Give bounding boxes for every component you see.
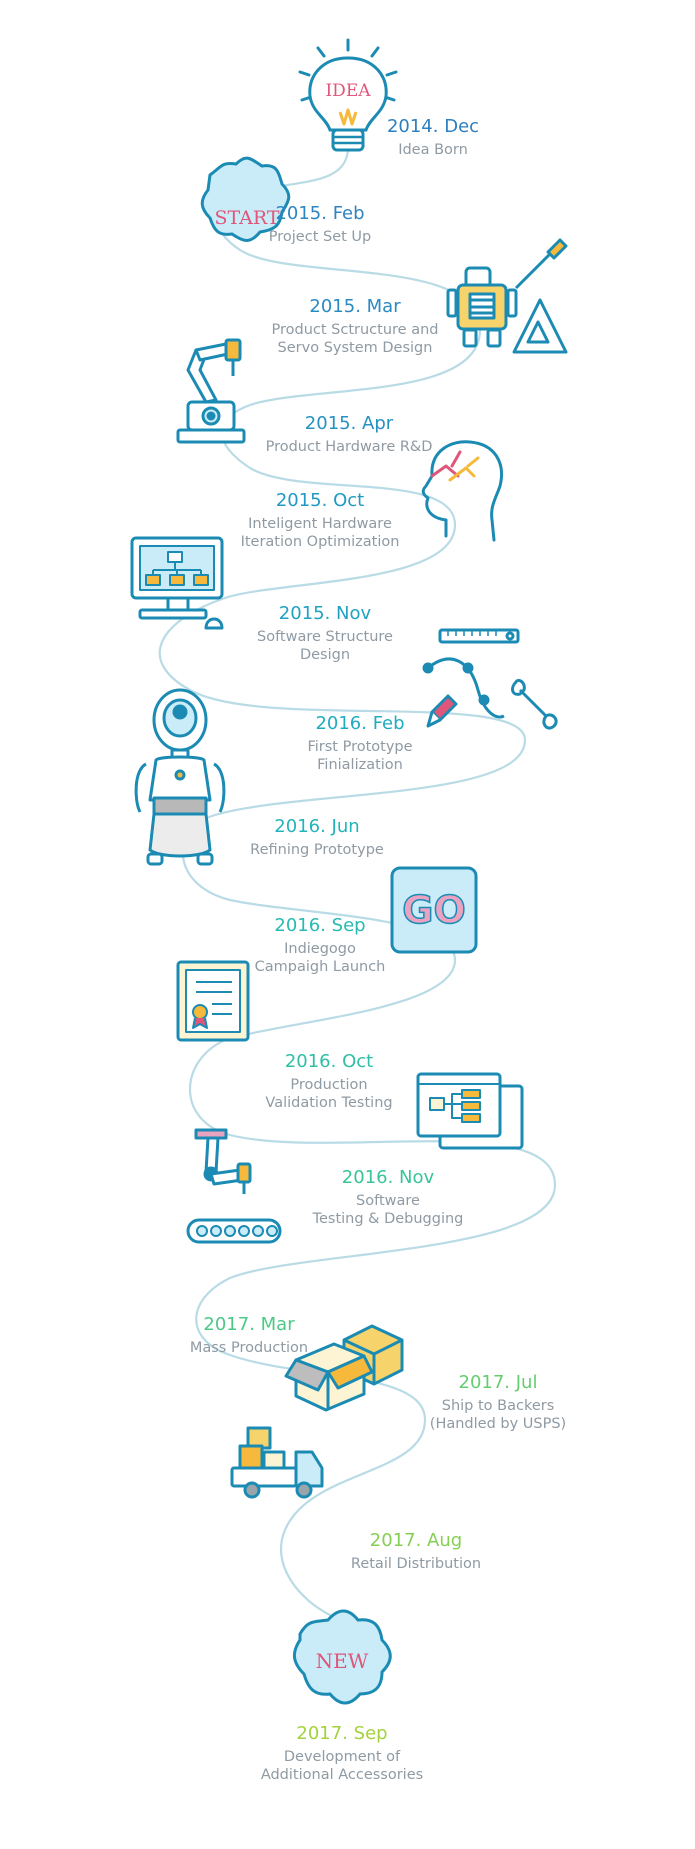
- milestone-desc: First Prototype: [307, 738, 413, 755]
- milestone-2016-feb: 2016. Feb First Prototype Finialization: [280, 713, 440, 774]
- milestone-2015-apr: 2015. Apr Product Hardware R&D: [254, 413, 444, 456]
- milestone-2015-oct: 2015. Oct Inteligent Hardware Iteration …: [230, 490, 410, 551]
- idea-badge-text: IDEA: [325, 81, 371, 101]
- milestone-2017-jul: 2017. Jul Ship to Backers (Handled by US…: [418, 1372, 578, 1433]
- milestone-desc-line-2: (Handled by USPS): [429, 1415, 567, 1432]
- head-brain-icon: [421, 440, 503, 542]
- robot-drafting-icon: [446, 238, 568, 354]
- design-tools-icon: [422, 628, 558, 730]
- delivery-truck-icon: [230, 1426, 324, 1499]
- start-badge-text: START: [214, 207, 279, 229]
- new-badge-text: NEW: [316, 1649, 369, 1673]
- milestone-2017-mar: 2017. Mar Mass Production: [174, 1314, 324, 1357]
- assembly-line-icon: [186, 1128, 282, 1244]
- certificate-icon: [176, 960, 250, 1042]
- milestone-2015-feb: 2015. Feb Project Set Up: [250, 203, 390, 246]
- software-window-icon: [416, 1072, 524, 1150]
- milestone-date: 2015. Mar: [309, 296, 401, 317]
- milestone-2015-mar: 2015. Mar Product Sctructure and Servo S…: [250, 296, 460, 357]
- new-badge-icon: [293, 1609, 392, 1705]
- milestone-date: 2016. Sep: [274, 915, 366, 936]
- milestone-desc: Production: [290, 1076, 368, 1093]
- humanoid-robot-icon: [134, 688, 226, 866]
- milestone-desc: Ship to Backers: [441, 1397, 555, 1414]
- milestone-desc-line-2: Validation Testing: [265, 1094, 393, 1111]
- milestone-desc-line-2: Additional Accessories: [260, 1766, 424, 1783]
- milestone-desc: Product Hardware R&D: [265, 438, 433, 455]
- milestone-desc: Development of: [283, 1748, 401, 1765]
- milestone-desc-line-2: Design: [299, 646, 351, 663]
- milestone-desc: Product Sctructure and: [271, 321, 439, 338]
- milestone-date: 2016. Oct: [284, 1051, 374, 1072]
- milestone-desc: Refining Prototype: [250, 841, 384, 858]
- milestone-2016-nov: 2016. Nov Software Testing & Debugging: [298, 1167, 478, 1228]
- start-badge-icon: [200, 156, 291, 242]
- milestone-desc: Idea Born: [398, 141, 468, 158]
- milestone-2016-oct: 2016. Oct Production Validation Testing: [244, 1051, 414, 1112]
- milestone-date: 2017. Jul: [458, 1372, 538, 1393]
- milestone-2017-aug: 2017. Aug Retail Distribution: [336, 1530, 496, 1573]
- milestone-2015-nov: 2015. Nov Software Structure Design: [240, 603, 410, 664]
- milestone-2017-sep: 2017. Sep Development of Additional Acce…: [252, 1723, 432, 1784]
- milestone-desc: Software: [356, 1192, 420, 1209]
- milestone-date: 2017. Sep: [296, 1723, 388, 1744]
- milestone-desc: Retail Distribution: [350, 1555, 482, 1572]
- milestone-date: 2014. Dec: [386, 116, 480, 137]
- milestone-desc-line-2: Servo System Design: [277, 339, 433, 356]
- milestone-date: 2015. Oct: [275, 490, 365, 511]
- milestone-desc: Indiegogo: [284, 940, 356, 957]
- milestone-desc: Mass Production: [189, 1339, 309, 1356]
- milestone-date: 2015. Nov: [278, 603, 372, 624]
- milestone-2016-jun: 2016. Jun Refining Prototype: [232, 816, 402, 859]
- go-badge-text: GO: [402, 888, 466, 932]
- milestone-desc-line-2: Finialization: [317, 756, 403, 773]
- milestone-date: 2017. Mar: [203, 1314, 295, 1335]
- milestone-date: 2016. Feb: [315, 713, 405, 734]
- milestone-date: 2015. Apr: [304, 413, 394, 434]
- milestone-date: 2015. Feb: [275, 203, 365, 224]
- robotic-arm-icon: [176, 338, 246, 444]
- lightbulb-idea-icon: [298, 38, 398, 152]
- milestone-desc-line-2: Campaigh Launch: [254, 958, 386, 975]
- milestone-desc: Inteligent Hardware: [248, 515, 392, 532]
- timeline-path: [158, 149, 557, 1661]
- milestone-2016-sep: 2016. Sep Indiegogo Campaigh Launch: [240, 915, 400, 976]
- milestone-desc: Software Structure: [257, 628, 393, 645]
- milestone-date: 2016. Jun: [274, 816, 360, 837]
- milestone-desc-line-2: Iteration Optimization: [240, 533, 400, 550]
- milestone-desc-line-2: Testing & Debugging: [312, 1210, 464, 1227]
- milestone-date: 2016. Nov: [341, 1167, 435, 1188]
- milestone-2014-dec: 2014. Dec Idea Born: [368, 116, 498, 159]
- go-badge-icon: [390, 866, 478, 954]
- milestone-desc: Project Set Up: [268, 228, 372, 245]
- milestone-date: 2017. Aug: [369, 1530, 463, 1551]
- boxes-icon: [284, 1324, 404, 1412]
- computer-flowchart-icon: [130, 536, 224, 630]
